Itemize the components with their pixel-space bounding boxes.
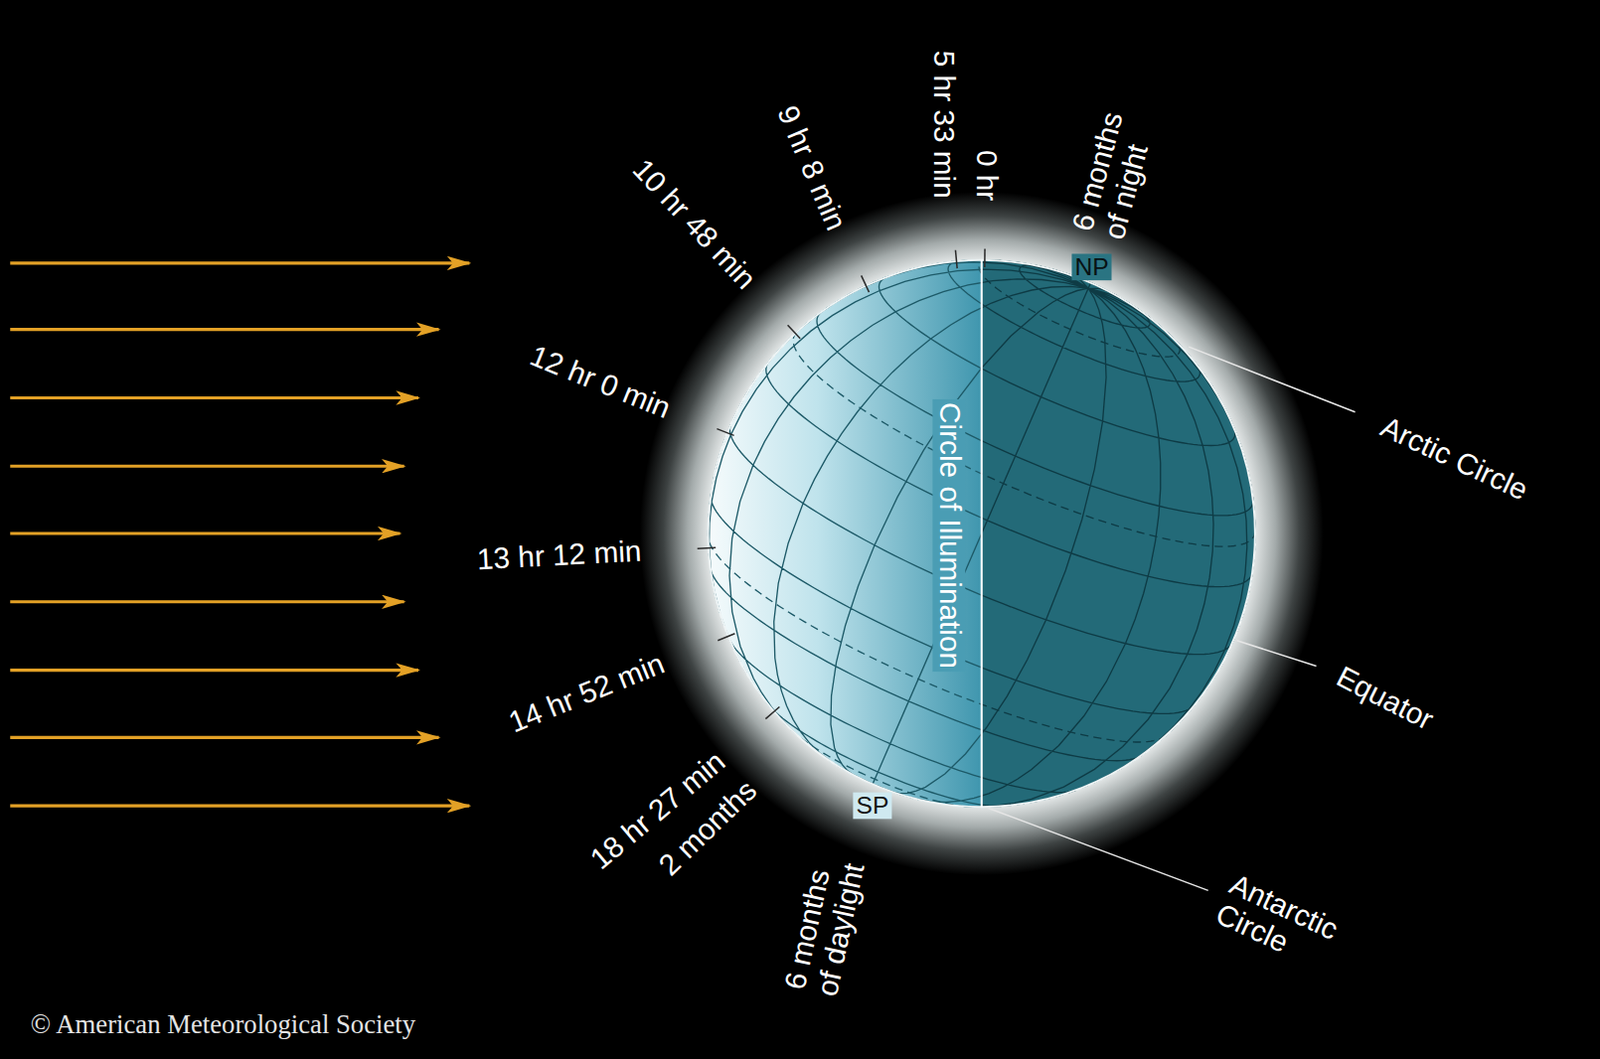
atmosphere-glow <box>640 191 1324 876</box>
sun-ray <box>9 531 400 535</box>
terminator-line <box>980 260 983 807</box>
leader-line <box>1188 346 1355 413</box>
graticule-night <box>981 173 1342 894</box>
leader-lines <box>987 346 1356 891</box>
period-label: 6 months of night <box>1066 83 1168 244</box>
copyright-note: © American Meteorological Society <box>30 1010 416 1040</box>
day-length-label: 0 hr <box>969 150 1003 201</box>
sun-ray <box>9 736 439 740</box>
graticule-lines <box>981 173 1342 894</box>
night-side <box>981 260 1256 807</box>
day-length-label: 5 hr 33 min <box>927 50 960 199</box>
leader-line <box>987 807 1209 891</box>
leader-line <box>1236 640 1316 667</box>
day-length-label: 13 hr 12 min <box>476 535 642 577</box>
latitude-label: Arctic Circle <box>1375 411 1533 508</box>
limb-tick <box>983 249 986 268</box>
latitude-circle <box>981 182 1321 584</box>
day-length-label: 12 hr 0 min <box>525 339 675 426</box>
latitude-label: Antarctic Circle <box>1210 868 1377 992</box>
sun-ray <box>9 396 419 400</box>
latitude-circle <box>981 173 1342 889</box>
sun-ray <box>9 804 470 808</box>
limb-tick <box>955 250 958 269</box>
sun-ray <box>9 465 404 469</box>
terminator-label: Circle of Illumination <box>933 399 966 672</box>
latitude-circle <box>981 239 1191 373</box>
pole-label: NP <box>1071 253 1112 281</box>
limb-tick <box>788 324 801 339</box>
limb-ticks <box>697 249 985 720</box>
limb-tick <box>716 429 734 437</box>
pole-label: SP <box>852 793 892 820</box>
day-length-label: 9 hr 8 min <box>770 101 852 236</box>
graticule <box>981 173 1342 894</box>
day-length-label: 14 hr 52 min <box>504 647 670 740</box>
sun-ray <box>9 261 470 265</box>
sun-rays <box>9 263 470 806</box>
limb-tick <box>697 546 716 550</box>
sun-ray <box>9 327 439 331</box>
sun-ray <box>9 668 419 672</box>
limb-tick <box>861 275 870 293</box>
period-label: 6 months of daylight <box>779 841 874 1000</box>
limb-tick <box>765 707 780 720</box>
latitude-label: Equator <box>1330 660 1439 738</box>
sun-ray <box>9 600 404 604</box>
day-length-label: 10 hr 48 min <box>626 153 763 296</box>
limb-tick <box>717 634 735 641</box>
globe-outline <box>708 260 1256 807</box>
